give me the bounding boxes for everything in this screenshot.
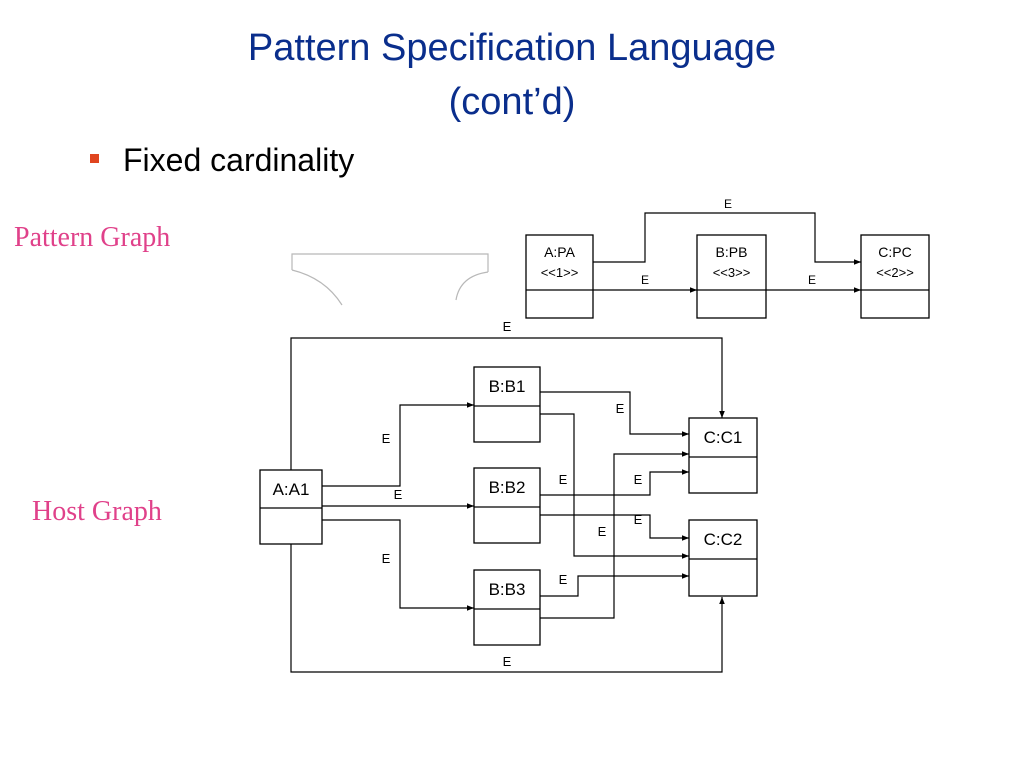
host-graph: A:A1 B:B1 B:B2 B:B3 C:C1 C:C2	[259, 319, 758, 673]
host-graph-label: Host Graph	[32, 496, 162, 527]
host-edge-a1-c1-top	[290, 337, 725, 470]
host-edge-a1-c2-bottom	[290, 544, 725, 673]
host-edge-b2-c1	[540, 469, 689, 496]
host-edge-label-bottom: E	[503, 654, 512, 669]
host-edge-label-a1-b2: E	[394, 487, 403, 502]
host-edge-b3-c1	[540, 451, 689, 619]
host-node-b1-name: B:B1	[489, 377, 526, 396]
slide-title-line-1: Pattern Specification Language	[247, 27, 777, 69]
host-edge-b1-c1	[540, 391, 689, 437]
host-edge-a1-b1	[322, 402, 474, 487]
pattern-node-pc-name: C:PC	[878, 244, 911, 260]
pattern-edge-label-top: E	[724, 197, 732, 211]
pattern-edge-pa-pc	[593, 212, 861, 265]
pattern-node-pb-name: B:PB	[716, 244, 748, 260]
bullet-square-icon	[90, 153, 99, 163]
host-node-c2: C:C2	[688, 519, 758, 597]
host-edge-label-b3-c1: E	[634, 472, 643, 487]
host-node-b2-name: B:B2	[489, 478, 526, 497]
pattern-node-pc-cardinality: <<2>>	[876, 265, 914, 280]
pattern-graph-label: Pattern Graph	[14, 222, 171, 253]
host-node-c2-name: C:C2	[704, 530, 743, 549]
host-edge-label-top: E	[503, 319, 512, 334]
pattern-node-pc: C:PC <<2>>	[860, 234, 930, 319]
host-edge-label-b2-c1: E	[559, 472, 568, 487]
bullet-text: Fixed cardinality	[123, 141, 355, 178]
host-node-b3: B:B3	[473, 569, 541, 646]
pattern-node-pa-name: A:PA	[544, 244, 576, 260]
host-edge-label-a1-b1: E	[382, 431, 391, 446]
host-node-b1: B:B1	[473, 366, 541, 443]
host-node-b3-name: B:B3	[489, 580, 526, 599]
host-edge-label-b1-c2: E	[598, 524, 607, 539]
callout-bracket	[291, 253, 489, 306]
host-edge-label-b1-c1: E	[616, 401, 625, 416]
pattern-edge-label-pb-pc: E	[808, 273, 816, 287]
host-edge-label-a1-b3: E	[382, 551, 391, 566]
pattern-edge-label-pa-pb: E	[641, 273, 649, 287]
pattern-node-pb: B:PB <<3>>	[696, 234, 767, 319]
bullet-item: Fixed cardinality	[90, 138, 354, 182]
pattern-node-pb-cardinality: <<3>>	[713, 265, 751, 280]
host-node-b2: B:B2	[473, 467, 541, 544]
host-edge-b2-c2	[540, 514, 689, 541]
host-node-a1: A:A1	[259, 469, 323, 545]
slide-title-line-2: (cont’d)	[448, 81, 576, 123]
pattern-graph: A:PA <<1>> B:PB <<3>> C:PC <<2>> E E E	[525, 197, 930, 319]
host-node-c1-name: C:C1	[704, 428, 743, 447]
host-edge-a1-b3	[322, 519, 474, 611]
host-node-c1: C:C1	[688, 417, 758, 494]
host-edge-label-b3-c2: E	[559, 572, 568, 587]
host-edge-label-b2-c2: E	[634, 512, 643, 527]
host-edge-b1-c2	[540, 413, 689, 559]
pattern-node-pa-cardinality: <<1>>	[541, 265, 579, 280]
host-node-a1-name: A:A1	[273, 480, 310, 499]
pattern-node-pa: A:PA <<1>>	[525, 234, 594, 319]
host-edge-b3-c2	[540, 573, 689, 597]
